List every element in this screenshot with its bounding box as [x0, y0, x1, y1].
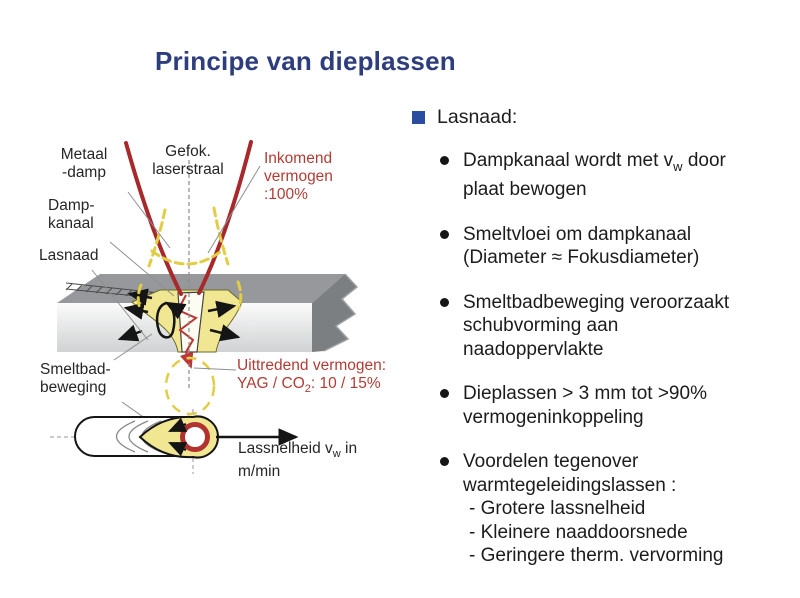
- label-lasnaad: Lasnaad: [39, 247, 99, 264]
- transmitted-beam-ellipse: [164, 356, 216, 416]
- sub-bullet: - Kleinere naaddoorsnede: [469, 521, 688, 543]
- label-smeltbad-beweging: Smeltbad-beweging: [40, 361, 111, 396]
- sub-bullet: - Grotere lassnelheid: [469, 498, 646, 520]
- right-panel: Lasnaad: Dampkanaal wordt met vw door pl…: [412, 106, 784, 589]
- bullet-voordelen: Voordelen tegenover warmtegeleidingslass…: [412, 450, 784, 568]
- page-title: Principe van dieplassen: [155, 46, 456, 76]
- label-uittredend-vermogen: Uittredend vermogen: YAG / CO2: 10 / 15%: [237, 357, 387, 396]
- section-heading-label: Lasnaad:: [437, 106, 518, 128]
- section-heading: Lasnaad:: [412, 106, 784, 129]
- label-metaal-damp: Metaal-damp: [60, 146, 108, 181]
- dot-bullet-icon: [440, 297, 449, 307]
- label-damp-kanaal: Damp-kanaal: [48, 197, 95, 232]
- vapor-plume: [136, 206, 243, 311]
- topview-keyhole-ring: [180, 422, 210, 452]
- melt-flow-arrows: [117, 288, 241, 342]
- bullet-dieplassen: Dieplassen > 3 mm tot >90% vermogeninkop…: [412, 382, 784, 429]
- melt-circulation-loop: [155, 301, 187, 339]
- dot-bullet-icon: [440, 457, 449, 467]
- leader-lines: [91, 165, 261, 427]
- dot-bullet-icon: [440, 156, 449, 165]
- bullet-smeltbadbeweging: Smeltbadbeweging veroorzaakt schubvormin…: [412, 291, 784, 362]
- label-lassnelheid: Lassnelheid vw in m/min: [238, 440, 358, 481]
- label-inkomend-vermogen: Inkomend vermogen :100%: [264, 150, 333, 203]
- dot-bullet-icon: [440, 229, 449, 239]
- bullet-smeltvloei: Smeltvloei om dampkanaal (Diameter ≈ Fok…: [412, 223, 784, 270]
- topview-weld-pool: [50, 409, 299, 474]
- laser-beams: [124, 140, 253, 296]
- label-gefok-laserstraal: Gefok.laserstraal: [152, 143, 224, 178]
- sub-bullet: - Geringere therm. vervorming: [469, 545, 724, 567]
- welding-diagram-art: [50, 140, 359, 474]
- bullet-dampkanaal: Dampkanaal wordt met vw door plaat bewog…: [412, 149, 784, 202]
- dot-bullet-icon: [440, 389, 449, 399]
- square-bullet-icon: [412, 111, 425, 124]
